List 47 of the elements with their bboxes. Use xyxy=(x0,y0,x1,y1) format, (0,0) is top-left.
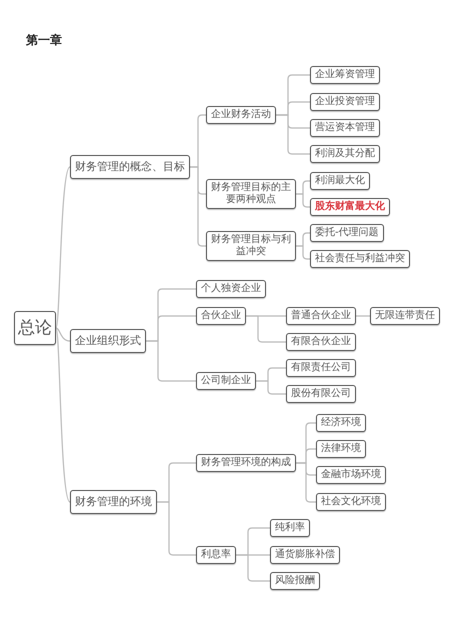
item-box: 金融市场环境 xyxy=(316,466,386,484)
item-box: 通货膨胀补偿 xyxy=(270,546,340,564)
item-box: 企业筹资管理 xyxy=(310,66,380,84)
item-box: 社会文化环境 xyxy=(316,493,386,511)
item-box: 有限合伙企业 xyxy=(286,333,356,351)
branch-connector xyxy=(276,114,310,155)
subtopic-box: 财务管理环境的构成 xyxy=(196,454,296,472)
item-box: 纯利率 xyxy=(270,519,310,537)
branch-connector xyxy=(256,380,286,395)
item-box: 股东财富最大化 xyxy=(310,198,390,216)
branch-connector xyxy=(56,327,70,342)
item-box: 经济环境 xyxy=(316,414,366,432)
branch-connector xyxy=(55,328,70,502)
subtopic-box: 合伙企业 xyxy=(196,307,246,325)
item-box: 社会责任与利益冲突 xyxy=(310,250,410,268)
branch-connector xyxy=(236,554,270,582)
item-box: 利润最大化 xyxy=(310,172,370,190)
subtopic-box: 财务管理目标与利益冲突 xyxy=(206,231,296,261)
item-box: 委托-代理问题 xyxy=(310,224,384,242)
branch-connector xyxy=(146,340,196,382)
item-box: 有限责任公司 xyxy=(286,359,356,377)
topic-box: 财务管理的环境 xyxy=(70,490,157,514)
item-box: 利润及其分配 xyxy=(310,145,380,163)
topic-box: 企业组织形式 xyxy=(70,329,146,353)
branch-connector xyxy=(157,501,196,556)
branch-connector xyxy=(296,245,310,260)
branch-connector xyxy=(55,166,70,328)
root-topic-box: 总论 xyxy=(14,311,56,345)
item-box: 普通合伙企业 xyxy=(286,307,356,325)
subtopic-box: 公司制企业 xyxy=(196,372,256,390)
subtopic-box: 财务管理目标的主要两种观点 xyxy=(206,179,296,209)
item-box: 风险报酬 xyxy=(270,572,320,590)
branch-connector xyxy=(190,166,206,247)
item-box: 股份有限公司 xyxy=(286,385,356,403)
branch-connector xyxy=(246,315,286,343)
branch-connector xyxy=(356,315,370,317)
chapter-heading: 第一章 xyxy=(26,32,62,49)
item-box: 营运资本管理 xyxy=(310,119,380,137)
subtopic-box: 利息率 xyxy=(196,546,236,564)
branch-connector xyxy=(296,193,310,208)
topic-box: 财务管理的概念、目标 xyxy=(70,155,190,179)
item-box: 企业投资管理 xyxy=(310,93,380,111)
item-box: 法律环境 xyxy=(316,440,366,458)
subtopic-box: 企业财务活动 xyxy=(206,106,276,124)
subtopic-box: 个人独资企业 xyxy=(196,280,266,298)
item-box: 无限连带责任 xyxy=(370,307,440,325)
branch-connector xyxy=(296,462,316,503)
